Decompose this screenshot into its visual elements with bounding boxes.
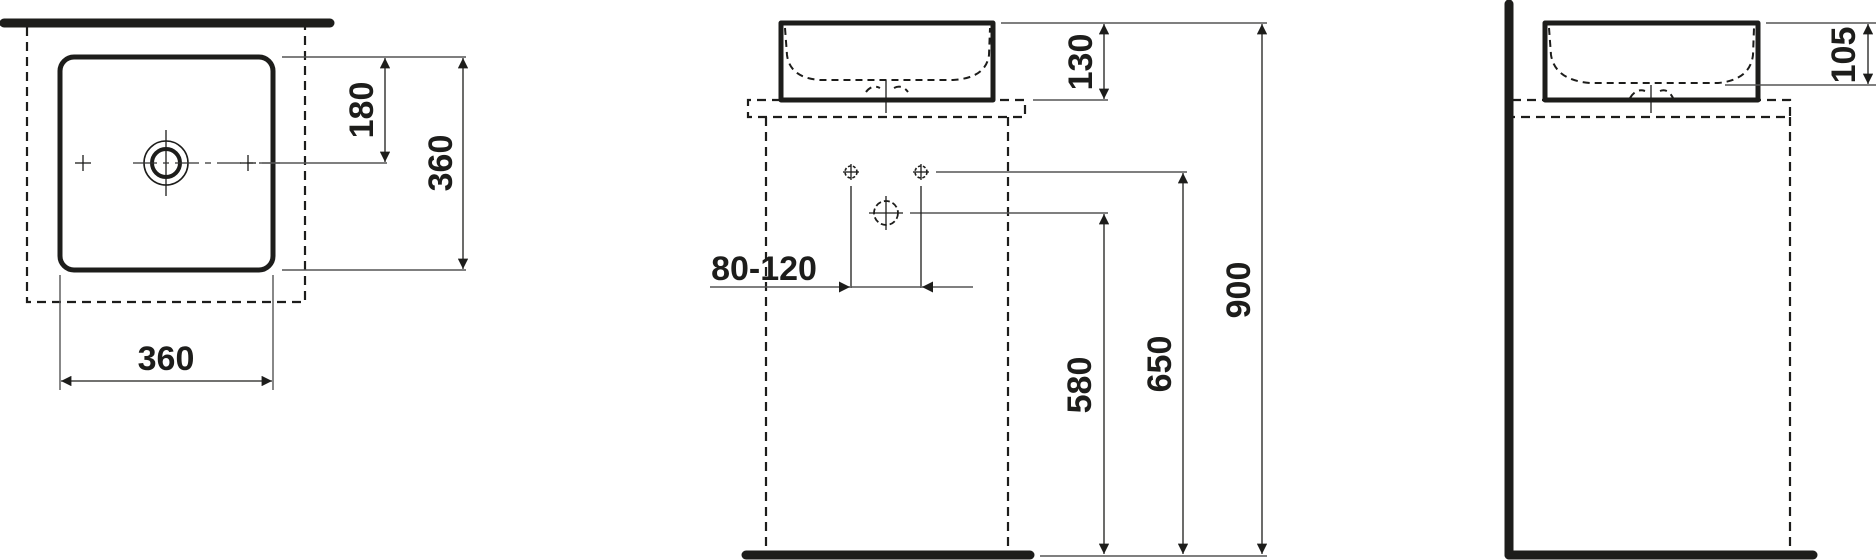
dimension-180-label: 180 [343, 82, 381, 139]
front-view: 80-120 130 580 650 900 [710, 20, 1268, 560]
countertop-dashed [746, 98, 1027, 119]
basin-outline [778, 20, 996, 103]
basin-inner-dashed [784, 27, 991, 81]
dimension-360-depth-label: 360 [422, 135, 460, 192]
dimension-650-label: 650 [1141, 336, 1179, 393]
dimension-105-label: 105 [1825, 27, 1863, 84]
dimension-580-label: 580 [1061, 357, 1099, 414]
drain-pipe-icon [869, 196, 903, 230]
cabinet-outline-dashed [25, 27, 307, 304]
side-view: 105 [1504, 0, 1876, 560]
dimension-130-label: 130 [1062, 34, 1100, 91]
basin-outline [1542, 20, 1761, 103]
supply-pipe-left-icon [843, 164, 859, 180]
dimension-900-label: 900 [1220, 262, 1258, 319]
cross-marker-right [240, 155, 256, 171]
supply-pipe-right-icon [913, 164, 929, 180]
dimension-80-120-label: 80-120 [711, 250, 817, 288]
basin-inner-dashed [1548, 27, 1755, 84]
dimension-360-width-label: 360 [138, 340, 195, 378]
plan-view: 180 360 360 [0, 18, 469, 390]
countertop-dashed [1512, 98, 1792, 119]
cross-marker-left [75, 155, 91, 171]
